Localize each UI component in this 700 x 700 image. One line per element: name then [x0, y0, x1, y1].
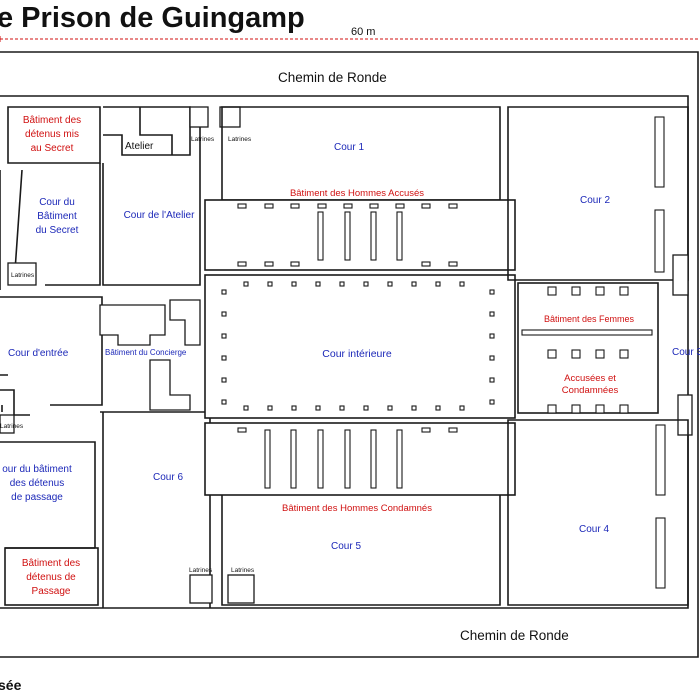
concierge-annex [169, 299, 201, 346]
hommes-accuses-building [204, 199, 516, 271]
latrines-3 [189, 574, 213, 604]
cour2-wall-south [654, 209, 665, 273]
cour4-wall-north [655, 424, 666, 496]
secret-court-label: Cour du Bâtiment du Secret [36, 197, 79, 236]
atelier-court-walls [102, 107, 201, 286]
entree-court-walls [0, 296, 103, 412]
svg-text:détenus de: détenus de [26, 572, 76, 583]
latrines-entree [0, 414, 15, 434]
condamnes-pillars [237, 427, 458, 489]
passage-building-outline [4, 547, 99, 606]
hommes-accuses-label: Bâtiment des Hommes Accusés [290, 188, 424, 199]
latrines-right-1 [672, 254, 689, 296]
svg-text:détenus mis: détenus mis [25, 129, 79, 140]
cour4-enclosure [507, 419, 689, 606]
latrines-label-secret: Latrines [11, 272, 35, 279]
secret-building-label: Bâtiment des détenus mis au Secret [23, 115, 81, 154]
concierge-label: Bâtiment du Concierge [105, 348, 187, 357]
cour5-label: Cour 5 [331, 541, 361, 552]
cour5-enclosure [221, 495, 501, 606]
cour-interieure [204, 274, 516, 419]
svg-text:our du bâtiment: our du bâtiment [2, 464, 72, 475]
latrines-label-4: Latrines [231, 567, 255, 574]
svg-text:Bâtiment: Bâtiment [37, 211, 77, 222]
accusees-label: Accusées et Condamnées [562, 373, 619, 396]
footer-text: sée [0, 677, 22, 693]
cour-entree-label: Cour d'entrée [8, 348, 69, 359]
latrines-1 [189, 106, 209, 128]
svg-text:Cour du: Cour du [39, 197, 75, 208]
latrines-label-2: Latrines [228, 136, 252, 143]
inner-enclosure-wall [0, 95, 689, 609]
svg-text:Accusées et: Accusées et [564, 373, 616, 384]
perimeter-wall [0, 51, 699, 658]
femmes-pillars [521, 286, 653, 414]
cour4-label: Cour 4 [579, 524, 609, 535]
svg-text:Bâtiment des: Bâtiment des [23, 115, 81, 126]
svg-text:des détenus: des détenus [10, 478, 65, 489]
entree-gate-walls [0, 374, 30, 416]
svg-text:Bâtiment des: Bâtiment des [22, 558, 80, 569]
svg-text:au Secret: au Secret [31, 143, 74, 154]
cour-atelier-label: Cour de l'Atelier [124, 210, 196, 221]
cour3-label: Cour 3 [672, 347, 700, 358]
cour6-label: Cour 6 [153, 472, 183, 483]
passage-building-label: Bâtiment des détenus de Passage [22, 558, 80, 597]
cour1-label: Cour 1 [334, 142, 364, 153]
latrines-label-1: Latrines [191, 136, 215, 143]
femmes-building [517, 282, 659, 414]
latrines-label-3: Latrines [189, 567, 213, 574]
latrines-right-2 [677, 394, 693, 436]
cour2-label: Cour 2 [580, 195, 610, 206]
latrines-secret [7, 262, 37, 286]
femmes-label: Bâtiment des Femmes [544, 314, 635, 324]
cour2-wall-north [654, 116, 665, 188]
hommes-condamnes-label: Bâtiment des Hommes Condamnés [282, 503, 432, 514]
latrines-4 [227, 574, 255, 604]
chemin-de-ronde-bottom: Chemin de Ronde [460, 628, 569, 643]
plan-title: e Prison de Guingamp [0, 2, 305, 34]
atelier-label: Atelier [125, 141, 154, 152]
cour-interieure-label: Cour intérieure [322, 348, 392, 360]
scale-label: 60 m [351, 26, 375, 38]
concierge-building-top [99, 304, 166, 346]
atelier-building [103, 106, 191, 156]
concierge-building-bottom [149, 359, 191, 411]
hommes-condamnes-building [204, 422, 516, 496]
svg-text:Passage: Passage [32, 586, 71, 597]
latrines-2 [219, 106, 241, 128]
chemin-de-ronde-top: Chemin de Ronde [278, 70, 387, 85]
accuses-pillars [237, 203, 458, 267]
svg-text:du Secret: du Secret [36, 225, 79, 236]
cour1-enclosure [221, 106, 501, 201]
latrines-label-entree: Latrines [0, 423, 24, 430]
passage-court-label: our du bâtiment des détenus de passage [2, 464, 72, 503]
interieure-pillars [221, 281, 495, 411]
cour4-wall-south [655, 517, 666, 589]
svg-text:de passage: de passage [11, 492, 63, 503]
svg-text:Condamnées: Condamnées [562, 385, 619, 396]
